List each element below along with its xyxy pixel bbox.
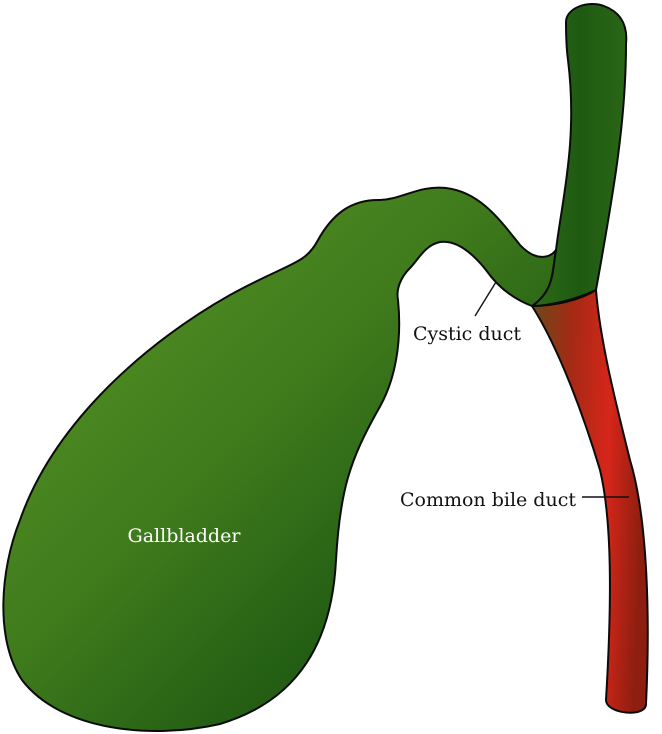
- hepatic-duct-shape: [531, 3, 628, 307]
- cystic-duct-label: Cystic duct: [413, 323, 521, 345]
- common-bile-duct-label: Common bile duct: [400, 489, 576, 511]
- cystic-duct-leader-line: [474, 281, 497, 317]
- common-bile-duct-shape: [531, 289, 649, 714]
- gallbladder-shape: [2, 186, 557, 732]
- gallbladder-label: Gallbladder: [128, 525, 242, 547]
